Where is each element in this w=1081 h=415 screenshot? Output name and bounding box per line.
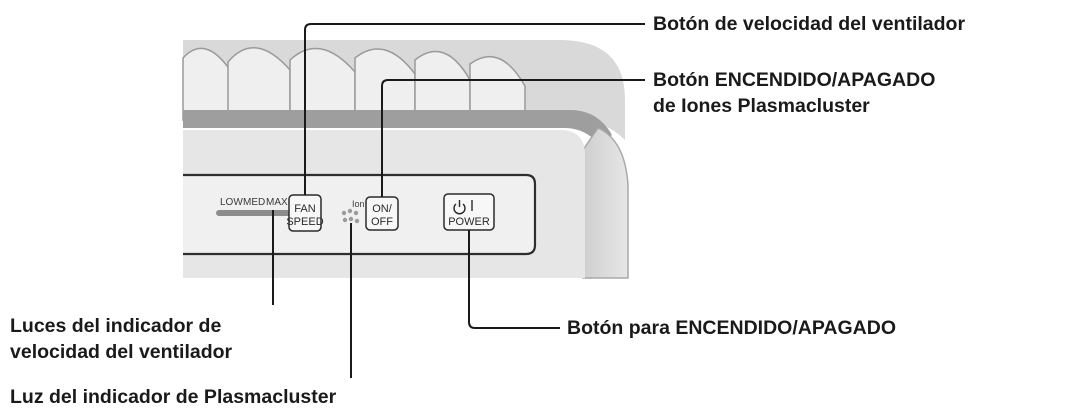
speed-label-max: MAX bbox=[266, 197, 288, 208]
callout-ion-button-line-1: Botón ENCENDIDO/APAGADO bbox=[653, 69, 936, 91]
device-vent-ridges bbox=[182, 47, 526, 121]
power-icon bbox=[453, 200, 473, 215]
fan-speed-button-label-1: FAN bbox=[294, 203, 315, 215]
callout-speed-lights-line-1: Luces del indicador de bbox=[10, 315, 222, 337]
device-side-housing bbox=[582, 127, 629, 279]
callout-ion-button: Botón ENCENDIDO/APAGADO de Iones Plasmac… bbox=[653, 67, 935, 119]
speed-label-med: MED bbox=[243, 197, 265, 208]
leader-fan-speed bbox=[304, 23, 645, 195]
callout-plasmacluster-light-text: Luz del indicador de Plasmacluster bbox=[10, 386, 337, 408]
callout-fan-speed-button-text: Botón de velocidad del ventilador bbox=[653, 13, 966, 35]
plasmacluster-indicator-dots bbox=[341, 208, 360, 224]
fan-speed-button-label-2: SPEED bbox=[286, 216, 323, 228]
speed-label-low: LOW bbox=[220, 197, 243, 208]
ion-on-off-button-label-2: OFF bbox=[371, 216, 393, 228]
callout-power-button-text: Botón para ENCENDIDO/APAGADO bbox=[567, 317, 896, 339]
power-button[interactable]: POWER bbox=[443, 193, 495, 231]
power-button-label: POWER bbox=[448, 216, 490, 228]
leader-ion-button bbox=[381, 79, 645, 197]
callout-power-button: Botón para ENCENDIDO/APAGADO bbox=[567, 315, 896, 341]
speed-indicator-bar bbox=[216, 210, 298, 216]
callout-ion-button-line-2: de Iones Plasmacluster bbox=[653, 95, 870, 117]
ion-on-off-button[interactable]: ON/ OFF bbox=[365, 196, 399, 231]
callout-speed-lights-line-2: velocidad del ventilador bbox=[10, 341, 233, 363]
callout-speed-lights: Luces del indicador de velocidad del ven… bbox=[10, 313, 232, 365]
device-top-band bbox=[183, 110, 612, 145]
fan-speed-button[interactable]: FAN SPEED bbox=[286, 194, 324, 232]
callout-plasmacluster-light: Luz del indicador de Plasmacluster bbox=[10, 384, 336, 410]
leader-power bbox=[468, 230, 560, 329]
callout-fan-speed-button: Botón de velocidad del ventilador bbox=[653, 11, 965, 37]
ion-label: Ion bbox=[352, 199, 365, 209]
ion-on-off-button-label-1: ON/ bbox=[372, 203, 393, 215]
callout-leader-lines bbox=[272, 23, 645, 378]
